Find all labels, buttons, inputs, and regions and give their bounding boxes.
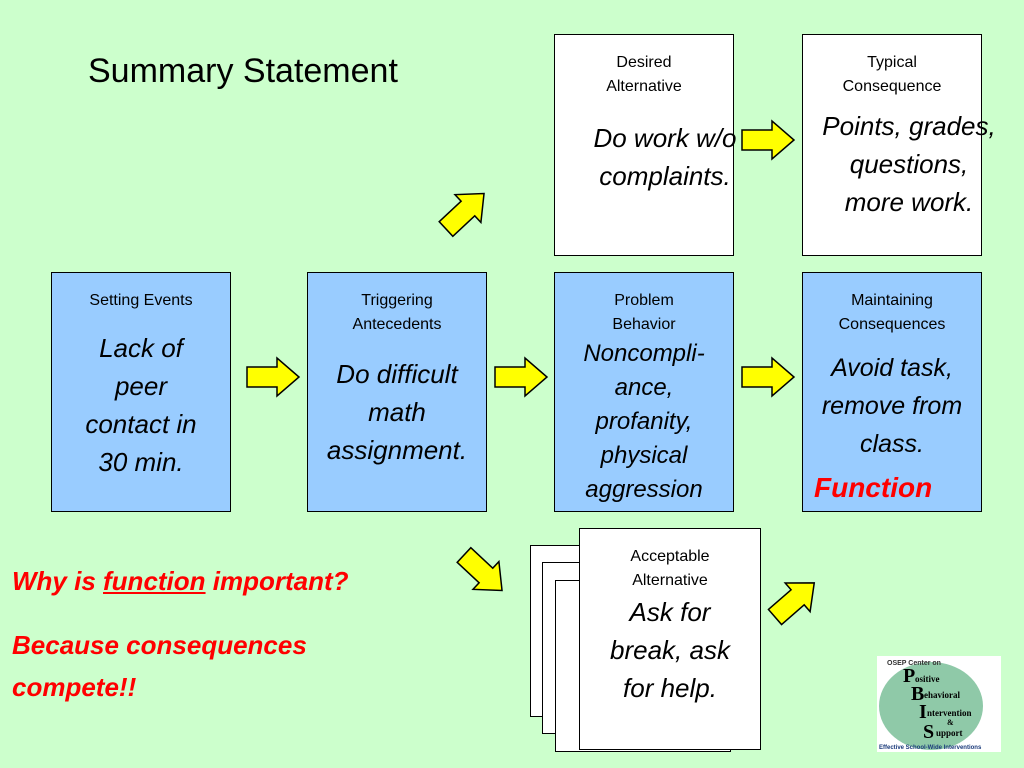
- arrow-down-to-acceptable: [450, 540, 516, 606]
- logo-letter-s: S: [923, 721, 934, 743]
- logo-letter-i: I: [919, 701, 927, 723]
- arrow-up-to-desired: [432, 178, 498, 244]
- typical-consequence-text: Points, grades, questions, more work.: [822, 111, 996, 217]
- function-question: Why is function important?: [12, 566, 349, 597]
- setting-events-box: Setting Events Lack of peer contact in 3…: [51, 272, 231, 512]
- logo-top-text: OSEP Center on: [887, 660, 941, 667]
- setting-events-text: Lack of peer contact in 30 min.: [85, 333, 197, 477]
- acceptable-alternative-box: Acceptable Alternative Ask for break, as…: [579, 528, 761, 750]
- maintaining-consequences-box: Maintaining Consequences Avoid task, rem…: [802, 272, 982, 512]
- logo-letter-b: B: [911, 683, 924, 705]
- problem-behavior-text: Noncompli-ance, profanity, physical aggr…: [583, 340, 705, 503]
- acceptable-alternative-text: Ask for break, ask for help.: [610, 597, 730, 703]
- problem-behavior-header: Problem Behavior: [612, 292, 676, 333]
- logo-bottom-text: Effective School-Wide Interventions: [879, 745, 982, 751]
- problem-behavior-box: Problem Behavior Noncompli-ance, profani…: [554, 272, 734, 512]
- logo-letter-p: P: [903, 665, 915, 687]
- desired-alternative-text: Do work w/o complaints.: [593, 123, 737, 191]
- page-title: Summary Statement: [88, 52, 398, 90]
- logo-word-support: upport: [936, 728, 963, 738]
- triggering-antecedents-box: Triggering Antecedents Do difficult math…: [307, 272, 487, 512]
- typical-consequence-header: Typical Consequence: [842, 54, 942, 95]
- arrow-right-2: [494, 357, 548, 397]
- question-emphasis: function: [103, 566, 206, 596]
- acceptable-alternative-header: Acceptable Alternative: [630, 548, 710, 589]
- desired-alternative-header: Desired Alternative: [606, 54, 682, 95]
- desired-alternative-box: Desired Alternative Do work w/o complain…: [554, 34, 737, 256]
- function-label: Function: [814, 472, 933, 503]
- pbis-logo: OSEP Center on P ositive B ehavioral I n…: [877, 656, 1001, 752]
- question-prefix: Why is: [12, 566, 104, 596]
- logo-word-intervention: ntervention: [927, 708, 972, 718]
- question-suffix: important?: [205, 566, 349, 596]
- triggering-antecedents-text: Do difficult math assignment.: [326, 359, 468, 465]
- maintaining-consequences-text: Avoid task, remove from class.: [821, 354, 963, 458]
- pbis-logo-graphic: OSEP Center on P ositive B ehavioral I n…: [879, 660, 983, 751]
- function-answer: Because consequences compete!!: [12, 630, 307, 702]
- maintaining-consequences-header: Maintaining Consequences: [838, 292, 946, 333]
- arrow-right-1: [246, 357, 300, 397]
- logo-ampersand: &: [947, 718, 954, 727]
- typical-consequence-box: Typical Consequence Points, grades, ques…: [802, 34, 996, 256]
- logo-word-positive: ositive: [915, 674, 940, 684]
- setting-events-header: Setting Events: [89, 292, 193, 309]
- logo-word-behavioral: ehavioral: [924, 690, 960, 700]
- triggering-antecedents-header: Triggering Antecedents: [352, 292, 442, 333]
- arrow-right-3: [741, 357, 795, 397]
- arrow-up-to-maintaining: [761, 567, 828, 633]
